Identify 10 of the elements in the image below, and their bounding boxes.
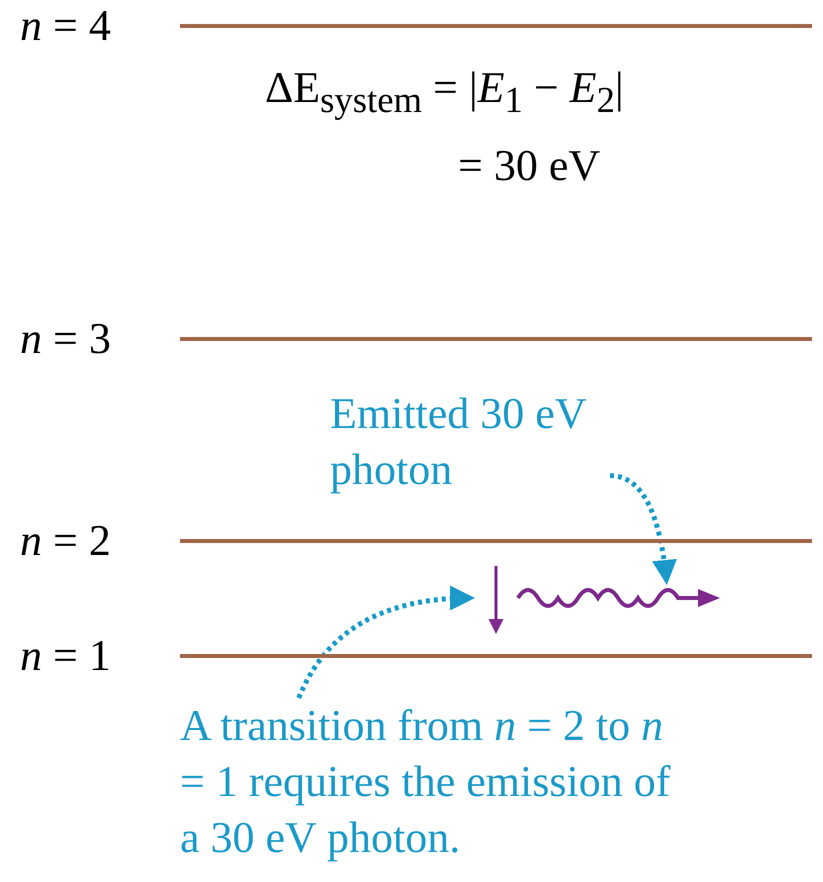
level-label: n = 1 (20, 631, 112, 681)
level-label: n = 3 (20, 314, 112, 364)
leader-line (610, 473, 676, 585)
level-label: n = 4 (20, 1, 112, 51)
leader-line (296, 586, 475, 700)
level-label: n = 2 (20, 516, 112, 566)
transition-arrow (488, 566, 504, 634)
equation-text: ΔE$_{system}$ = |E$_{1}$ − E$_{2}$| (265, 62, 624, 122)
callout-text: Emitted 30 eV photon (330, 386, 610, 498)
equation-text: = 30 eV (458, 140, 600, 192)
